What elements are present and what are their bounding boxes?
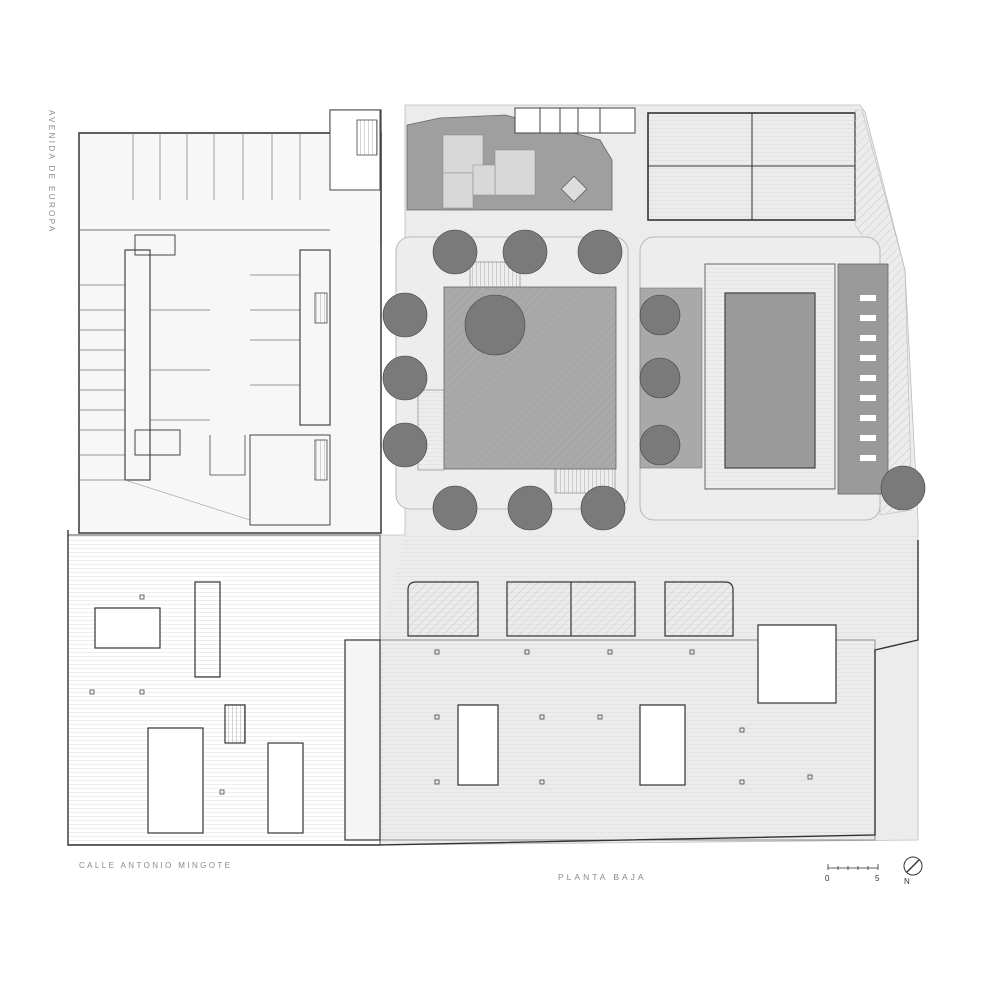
parking-block xyxy=(78,109,382,534)
columns xyxy=(89,594,813,795)
scale-label-start: 0 xyxy=(825,874,830,883)
site-boundary xyxy=(67,530,919,846)
plan-title: PLANTA BAJA xyxy=(558,872,647,882)
scale-bar xyxy=(827,864,879,870)
utility-rooms xyxy=(514,107,636,134)
building-cores xyxy=(94,581,837,841)
sports-court xyxy=(647,112,856,221)
north-garden xyxy=(406,114,613,211)
street-name-south: CALLE ANTONIO MINGOTE xyxy=(79,861,233,870)
street-name-west: AVENIDA DE EUROPA xyxy=(47,110,56,234)
central-plaza xyxy=(395,236,629,510)
kiosks xyxy=(407,581,734,637)
east-courtyard xyxy=(639,236,889,521)
north-arrow-icon xyxy=(903,856,923,876)
north-label: N xyxy=(904,877,910,886)
scale-label-end: 5 xyxy=(875,874,880,883)
trees xyxy=(382,229,926,531)
